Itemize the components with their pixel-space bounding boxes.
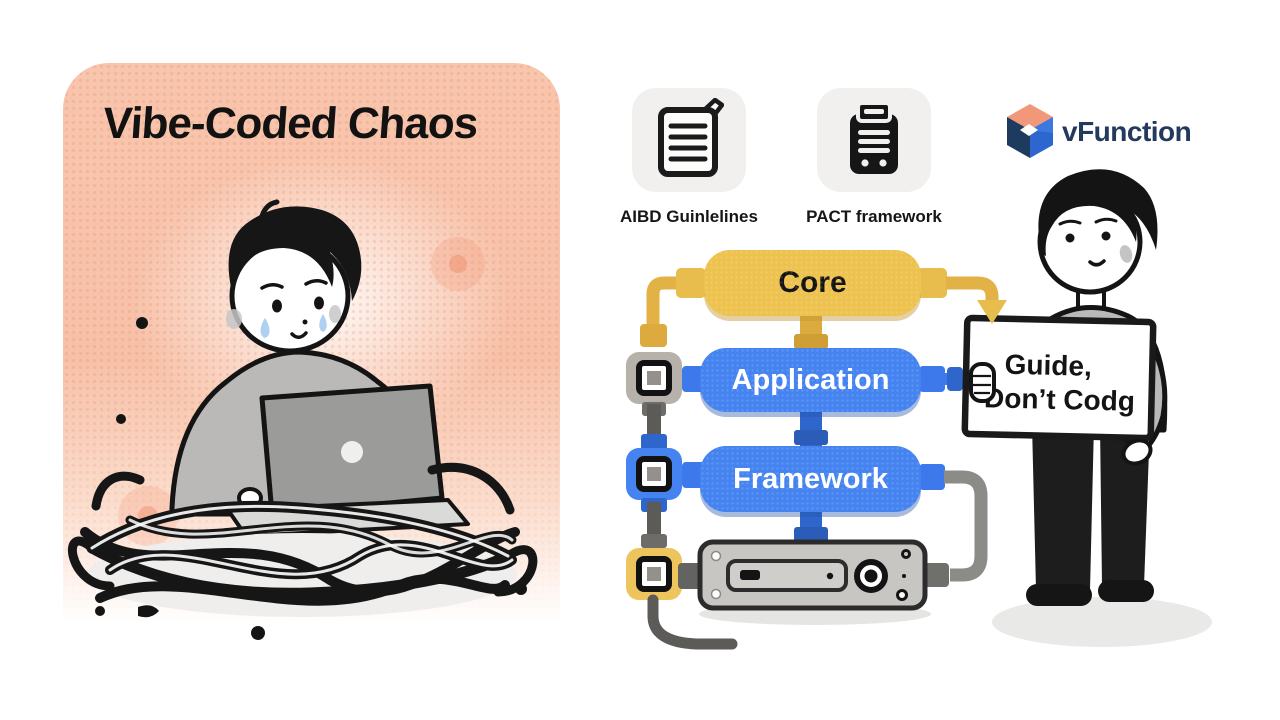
wire-nest xyxy=(67,462,538,617)
node-blue xyxy=(626,448,682,500)
vfunction-wordmark: vFunction xyxy=(1062,116,1192,147)
node-yellow xyxy=(626,548,682,600)
flow-box-framework-label: Framework xyxy=(733,462,888,495)
node-gray xyxy=(626,352,682,404)
flow-box-core-label: Core xyxy=(778,266,847,299)
guidance-arrow xyxy=(917,268,1007,324)
device-slot xyxy=(726,559,848,592)
tear-right xyxy=(319,314,327,332)
sign-line2: Don’t Codg xyxy=(984,382,1136,416)
tile-aibd-guidelines xyxy=(632,88,746,192)
device-module xyxy=(697,539,931,625)
sign-line1: Guide, xyxy=(1004,349,1092,382)
clipboard-icon xyxy=(850,101,898,174)
person-hands xyxy=(969,362,1153,466)
flow-box-application: Application xyxy=(700,348,921,412)
document-icon xyxy=(658,98,724,177)
laptop-logo-dot xyxy=(341,441,363,463)
person-with-sign: Guide, Don’t Codg xyxy=(917,169,1212,647)
person-shadow xyxy=(992,597,1212,647)
tile-pact-framework xyxy=(817,88,931,192)
tile-label-pact: PACT framework xyxy=(806,207,942,226)
flow-box-core: Core xyxy=(704,250,921,316)
flow-box-application-label: Application xyxy=(731,363,890,396)
boy-illustration xyxy=(67,199,538,617)
sign-board: Guide, Don’t Codg xyxy=(961,314,1157,442)
card-decorations xyxy=(95,237,527,640)
tile-label-aibd: AIBD Guinlelines xyxy=(620,207,758,226)
tear-left xyxy=(260,318,270,338)
person-hair xyxy=(1038,169,1158,256)
vfunction-logo-icon xyxy=(1007,104,1053,158)
flowchart-pipes xyxy=(626,268,988,650)
flow-box-framework: Framework xyxy=(700,446,921,512)
boy-hair xyxy=(228,206,362,301)
